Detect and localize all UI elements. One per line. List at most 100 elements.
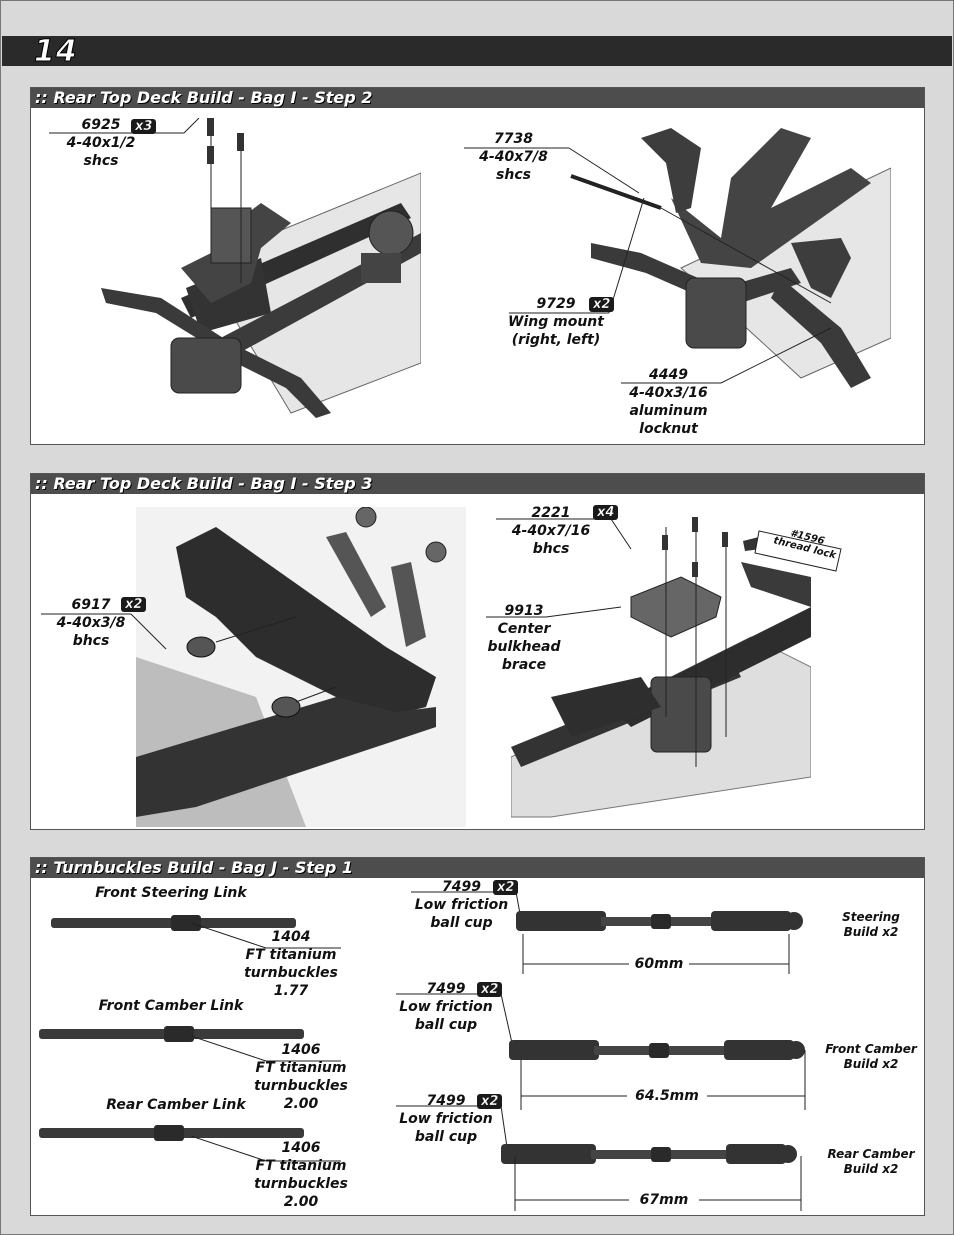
- part-desc: 4-40x1/2: [66, 135, 136, 151]
- callout-line: [191, 1136, 341, 1162]
- build-label-steering: Steering Build x2: [826, 910, 916, 940]
- callout-line: [41, 613, 167, 650]
- dimension-67mm: 67mm: [629, 1191, 699, 1209]
- turnbuckle-rod: [39, 1026, 304, 1042]
- link-callout-1404: 1404 FT titanium turnbuckles 1.77: [236, 928, 346, 1000]
- build-qty: Build x2: [843, 925, 899, 939]
- callout-9729: 9729 Wing mount (right, left): [501, 295, 611, 349]
- qty-badge: x2: [477, 1094, 503, 1109]
- section-title: :: Turnbuckles Build - Bag J - Step 1: [35, 858, 354, 877]
- part-desc: FT titanium: [255, 1060, 347, 1076]
- part-desc: turnbuckles: [244, 965, 338, 981]
- build-name: Rear Camber: [827, 1147, 915, 1161]
- part-desc: turnbuckles: [254, 1176, 348, 1192]
- dimension-64-5mm: 64.5mm: [627, 1087, 707, 1105]
- build-callout-7499: 7499 Low friction ball cup: [409, 878, 514, 932]
- callout-line: [464, 147, 640, 194]
- top-deck-closeup-illustration: [136, 507, 466, 827]
- front-camber-build-illustration: [509, 1040, 805, 1060]
- part-desc: bhcs: [72, 633, 110, 649]
- part-number: 6917: [71, 597, 111, 613]
- steering-build-illustration: [516, 911, 803, 931]
- part-desc: shcs: [496, 167, 531, 183]
- callout-line: [496, 518, 632, 550]
- build-qty: Build x2: [843, 1162, 899, 1176]
- part-desc: Low friction: [414, 897, 509, 913]
- part-desc: ball cup: [430, 915, 493, 931]
- build-callout-7499: 7499 Low friction ball cup: [391, 1092, 501, 1146]
- link-name-front-camber: Front Camber Link: [98, 998, 244, 1014]
- part-desc: (right, left): [511, 332, 601, 348]
- dimension-60mm: 60mm: [629, 955, 689, 973]
- part-number: 7499: [442, 879, 481, 895]
- build-callout-7499: 7499 Low friction ball cup: [391, 980, 501, 1034]
- part-desc: Low friction: [399, 999, 493, 1015]
- part-desc: aluminum: [629, 403, 708, 419]
- turnbuckle-rod: [51, 915, 296, 931]
- part-number: 1406: [281, 1042, 321, 1058]
- part-desc: Low friction: [399, 1111, 493, 1127]
- part-desc: 4-40x3/8: [56, 615, 126, 631]
- build-label-front-camber: Front Camber Build x2: [821, 1042, 921, 1072]
- qty-badge: x3: [131, 119, 157, 134]
- qty-badge: x4: [593, 505, 619, 520]
- part-desc: locknut: [639, 421, 698, 437]
- page-number: 14: [34, 34, 78, 70]
- link-name-rear-camber: Rear Camber Link: [106, 1097, 246, 1113]
- part-number: 1404: [271, 929, 311, 945]
- page-header-bar: [2, 36, 952, 66]
- callout-line: [486, 606, 622, 618]
- rear-chassis-illustration-left: [101, 118, 421, 418]
- section-step-3: :: Rear Top Deck Build - Bag I - Step 3 …: [30, 473, 925, 830]
- qty-badge: x2: [121, 597, 147, 612]
- qty-badge: x2: [477, 982, 503, 997]
- part-number: 7738: [494, 131, 533, 147]
- part-desc: Wing mount: [508, 314, 604, 330]
- part-desc: turnbuckles: [254, 1078, 348, 1094]
- part-desc: 1.77: [273, 983, 309, 999]
- part-desc: 4-40x7/16: [511, 523, 591, 539]
- callout-2221: 2221 4-40x7/16 bhcs: [496, 504, 606, 558]
- build-qty: Build x2: [843, 1057, 899, 1071]
- part-desc: ball cup: [414, 1017, 478, 1033]
- callout-line: [191, 923, 341, 949]
- part-desc: brace: [501, 657, 547, 673]
- part-number: 4449: [649, 367, 688, 383]
- part-desc: Center: [497, 621, 551, 637]
- turnbuckle-rod: [39, 1125, 304, 1141]
- link-name-front-steering: Front Steering Link: [95, 885, 247, 901]
- link-callout-1406: 1406 FT titanium turnbuckles 2.00: [246, 1139, 356, 1211]
- part-desc: 4-40x7/8: [479, 149, 548, 165]
- build-name: Steering: [842, 910, 900, 924]
- part-number: 6925: [81, 117, 121, 133]
- part-desc: 2.00: [283, 1194, 319, 1210]
- section-title: :: Rear Top Deck Build - Bag I - Step 3: [35, 474, 373, 493]
- part-desc: bhcs: [532, 541, 570, 557]
- callout-line: [509, 198, 645, 314]
- section-turnbuckles: :: Turnbuckles Build - Bag J - Step 1 Fr…: [30, 857, 925, 1216]
- part-number: 9913: [504, 603, 544, 619]
- part-number: 9729: [536, 296, 576, 312]
- part-number: 7499: [426, 1093, 466, 1109]
- callout-line: [621, 327, 832, 384]
- part-desc: 4-40x3/16: [629, 385, 708, 401]
- section-title: :: Rear Top Deck Build - Bag I - Step 2: [35, 88, 373, 107]
- build-label-rear-camber: Rear Camber Build x2: [821, 1147, 921, 1177]
- part-desc: ball cup: [414, 1129, 478, 1145]
- link-callout-1406: 1406 FT titanium turnbuckles 2.00: [246, 1041, 356, 1113]
- center-brace-illustration: [511, 517, 811, 818]
- qty-badge: x2: [493, 880, 519, 895]
- part-number: 7499: [426, 981, 466, 997]
- part-desc: shcs: [83, 153, 119, 169]
- callout-line: [191, 1036, 341, 1062]
- part-desc: 2.00: [283, 1096, 319, 1112]
- build-name: Front Camber: [825, 1042, 917, 1056]
- callout-line: [49, 118, 200, 134]
- section-title-bar: :: Rear Top Deck Build - Bag I - Step 3: [31, 474, 924, 494]
- part-desc: FT titanium: [255, 1158, 347, 1174]
- thread-lock-tube-icon: [743, 530, 842, 572]
- rear-camber-build-illustration: [501, 1144, 797, 1164]
- part-desc: bulkhead: [487, 639, 561, 655]
- qty-badge: x2: [589, 297, 615, 312]
- callout-6925: 6925 4-40x1/2 shcs: [61, 116, 141, 170]
